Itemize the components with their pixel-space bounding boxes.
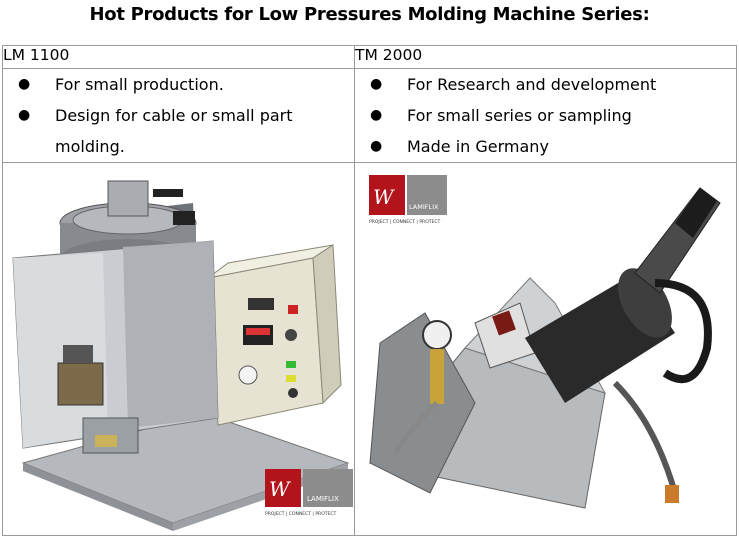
product-table: LM 1100 TM 2000 ●For small production. ●… xyxy=(2,45,737,536)
list-item: ●For small series or sampling xyxy=(355,100,736,131)
lm1100-machine-photo: W LAMIFLIX PROJECT | CONNECT | PROTECT xyxy=(12,180,353,531)
bullet-icon: ● xyxy=(370,138,383,154)
lamiflix-logo: W LAMIFLIX PROJECT | CONNECT | PROTECT xyxy=(265,469,353,517)
page-title: Hot Products for Low Pressures Molding M… xyxy=(89,4,650,25)
bullet-icon: ● xyxy=(18,107,31,123)
lm1100-image-cell: W LAMIFLIX PROJECT | CONNECT | PROTECT xyxy=(2,162,355,536)
tm2000-hot-melt-gun-photo: W LAMIFLIX PROJECT | CONNECT | PROTECT xyxy=(369,175,721,509)
lamiflix-logo: W LAMIFLIX PROJECT | CONNECT | PROTECT xyxy=(369,175,447,225)
svg-text:LAMIFLIX: LAMIFLIX xyxy=(307,495,339,503)
svg-text:PROJECT | CONNECT | PROTECT: PROJECT | CONNECT | PROTECT xyxy=(265,511,336,517)
svg-text:W: W xyxy=(269,477,291,501)
tm2000-features: ●For Research and development ●For small… xyxy=(354,68,737,163)
bullet-icon: ● xyxy=(18,76,31,92)
list-item: ●For small production. xyxy=(3,69,354,100)
bullet-icon: ● xyxy=(370,107,383,123)
svg-text:W: W xyxy=(373,185,395,209)
list-item: ●For Research and development xyxy=(355,69,736,100)
tm2000-image-cell: W LAMIFLIX PROJECT | CONNECT | PROTECT xyxy=(354,162,737,536)
bullet-icon: ● xyxy=(370,76,383,92)
lm1100-features: ●For small production. ●Design for cable… xyxy=(2,68,355,163)
product-name-lm1100: LM 1100 xyxy=(2,45,355,69)
svg-text:PROJECT | CONNECT | PROTECT: PROJECT | CONNECT | PROTECT xyxy=(369,219,440,225)
list-item: ●Design for cable or small part molding. xyxy=(3,100,354,162)
product-name-tm2000: TM 2000 xyxy=(354,45,737,69)
list-item: ●Made in Germany xyxy=(355,131,736,162)
svg-text:LAMIFLIX: LAMIFLIX xyxy=(409,203,439,211)
